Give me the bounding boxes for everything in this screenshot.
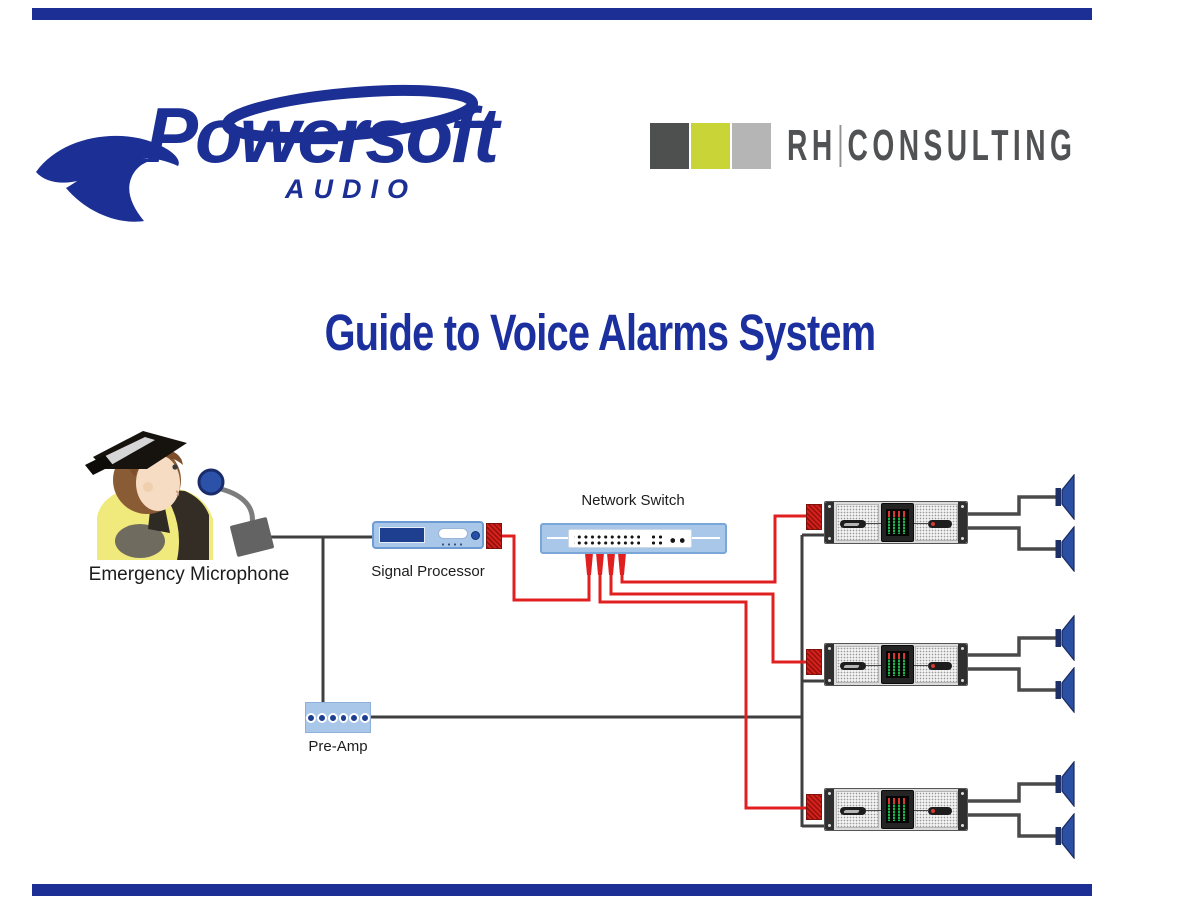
vu-meter-display [881,645,914,684]
wire-amp1-speaker-a [966,495,1056,516]
horn-speaker-icon [1055,761,1075,807]
rh-text-right: CONSULTING [847,121,1077,170]
rh-logo-square-gray [732,123,771,169]
rh-logo-square-dark [650,123,689,169]
rack-ear [825,789,834,830]
horn-speaker-icon [1055,667,1075,713]
wire-switch-to-amp2 [609,574,807,664]
wire-amp3-speaker-b [966,813,1056,838]
mic-base-icon [230,517,274,557]
horn-speaker-icon [1055,615,1075,661]
rh-logo-square-green [691,123,730,169]
rack-ear [825,644,834,685]
rh-text-left: RH [787,121,837,170]
wire-amp3-speaker-a [966,782,1056,803]
wire-amp1-speaker-b [966,526,1056,551]
switch-port-stub [596,553,604,575]
preamp-knob [316,712,327,723]
powersoft-brand-text: Powersoft [146,91,502,179]
preamp-knob [360,712,370,723]
preamp-label: Pre-Amp [308,738,368,755]
processor-buttons [440,543,466,546]
processor-readout [438,528,468,539]
rack-ear [958,502,967,543]
wire-amp2-speaker-a [966,636,1056,657]
network-adapter-icon [806,504,822,530]
signal-processor-device [372,521,484,549]
page-title: Guide to Voice Alarms System [324,304,877,361]
wire-processor-to-switch [500,534,591,602]
powersoft-tagline-text: AUDIO [284,174,417,204]
powersoft-loop-icon [221,84,479,144]
network-switch-label: Network Switch [581,492,685,509]
wire-switch-to-amp3 [598,574,807,810]
processor-knob [471,531,480,540]
powersoft-badge-icon [840,520,866,528]
emergency-microphone-label: Emergency Microphone [88,564,290,585]
horn-speaker-icon [1055,813,1075,859]
bottom-accent-bar [32,884,1092,896]
powersoft-swoosh-icon [66,157,154,222]
wire-amp2-speaker-b [966,667,1056,692]
power-button-icon [928,520,952,528]
preamp-knob [306,712,316,723]
wire-switch-to-amp1 [620,514,807,584]
vu-meter-display [881,790,914,829]
power-button-icon [928,807,952,815]
microphone-icon [197,468,225,496]
amp-mesh-panel [836,646,879,683]
network-adapter-icon [486,523,502,549]
preamp-device [305,702,371,733]
security-guard-icon [85,431,274,560]
network-adapter-icon [806,794,822,820]
horn-speaker-icon [1055,526,1075,572]
processor-display [380,528,424,542]
switch-port-stub [585,553,593,575]
switch-ports-group2 [648,533,662,545]
powersoft-logo: Powersoft AUDIO [36,84,505,222]
top-accent-bar [32,8,1092,20]
preamp-knob [327,712,338,723]
signal-processor-label: Signal Processor [371,563,485,580]
rack-ear [958,644,967,685]
rh-divider [839,125,842,167]
rh-consulting-logo: RH CONSULTING [650,121,1200,171]
power-button-icon [928,662,952,670]
switch-uplink-ports [667,535,686,544]
horn-speaker-icon [1055,474,1075,520]
switch-ports-group1 [574,533,640,545]
switch-port-panel [568,529,692,548]
powersoft-swoosh-icon [36,135,179,183]
powersoft-badge-icon [840,807,866,815]
rack-ear [958,789,967,830]
preamp-knob [349,712,360,723]
network-adapter-icon [806,649,822,675]
preamp-knob [338,712,349,723]
amplifier-1 [824,501,968,544]
rh-consulting-wordmark: RH CONSULTING [787,121,1076,171]
amplifier-2 [824,643,968,686]
switch-port-stub [618,553,626,575]
amplifier-3 [824,788,968,831]
switch-port-stub [607,553,615,575]
rack-ear [825,502,834,543]
vu-meter-display [881,503,914,542]
gooseneck-icon [220,486,255,526]
powersoft-badge-icon [840,662,866,670]
network-switch-device [540,523,727,554]
